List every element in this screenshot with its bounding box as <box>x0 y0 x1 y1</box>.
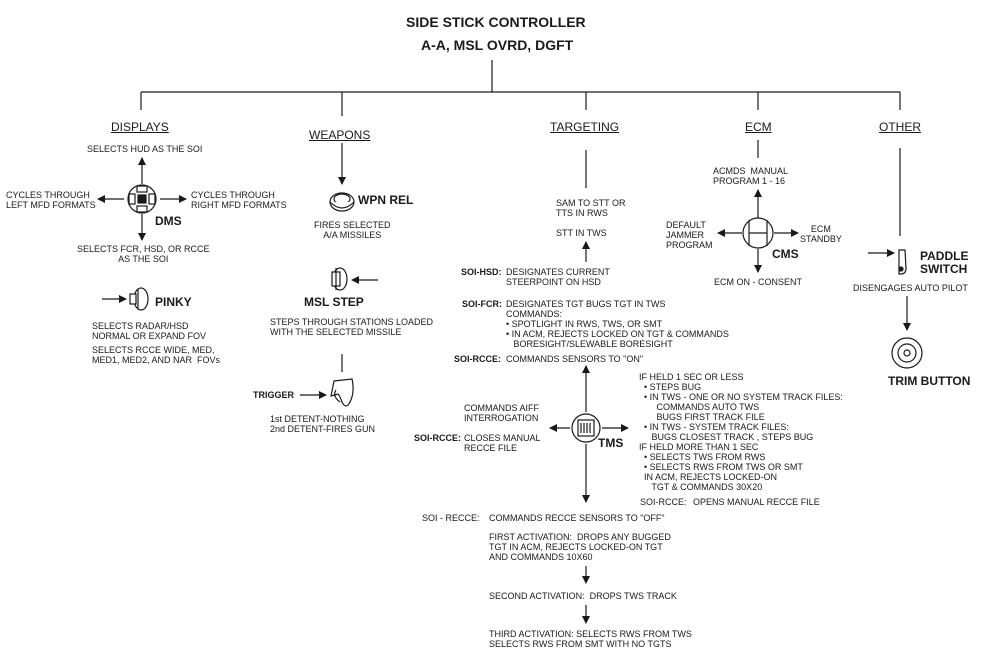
tms-left-aiff: COMMANDS AIFF INTERROGATION <box>464 403 540 423</box>
targeting-stt-label: STT IN TWS <box>556 228 607 238</box>
trigger-label: TRIGGER <box>253 390 295 400</box>
soi-rcce-left-label: SOI-RCCE: <box>414 433 461 443</box>
soi-hsd-label: SOI-HSD: <box>461 267 502 277</box>
other-header: OTHER <box>879 120 921 134</box>
soi-recce-down-desc: COMMANDS RECCE SENSORS TO "OFF" <box>489 513 665 523</box>
dms-label: DMS <box>155 214 182 228</box>
tms-label: TMS <box>598 436 624 450</box>
second-activation: SECOND ACTIVATION: DROPS TWS TRACK <box>489 591 677 601</box>
soi-rcce-up-label: SOI-RCCE: <box>454 354 501 364</box>
pinky-desc-1: SELECTS RADAR/HSD NORMAL OR EXPAND FOV <box>92 321 207 341</box>
trigger-desc: 1st DETENT-NOTHING 2nd DETENT-FIRES GUN <box>270 414 376 434</box>
displays-right-label: CYCLES THROUGH RIGHT MFD FORMATS <box>191 190 287 210</box>
ecm-up-label: ACMDS MANUAL PROGRAM 1 - 16 <box>713 166 789 186</box>
tms-right-desc: IF HELD 1 SEC OR LESS • STEPS BUG • IN T… <box>639 372 843 492</box>
ecm-header: ECM <box>745 120 772 134</box>
targeting-sam-label: SAM TO STT OR TTS IN RWS <box>556 198 626 218</box>
targeting-header: TARGETING <box>550 120 620 134</box>
soi-recce-down-label: SOI - RECCE: <box>422 513 480 523</box>
ecm-down-label: ECM ON - CONSENT <box>714 277 803 287</box>
weapons-header: WEAPONS <box>309 128 371 142</box>
dms-switch-icon <box>127 184 157 214</box>
tms-switch-icon <box>571 413 601 443</box>
displays-up-label: SELECTS HUD AS THE SOI <box>87 144 203 154</box>
paddle-switch-icon <box>898 249 907 275</box>
soi-rcce-right-label: SOI-RCCE: <box>640 497 687 507</box>
soi-fcr-desc: DESIGNATES TGT BUGS TGT IN TWS COMMANDS:… <box>506 299 729 349</box>
ecm-left-label: DEFAULT JAMMER PROGRAM <box>666 220 713 250</box>
displays-header: DISPLAYS <box>111 120 169 134</box>
soi-rcce-left-desc: CLOSES MANUAL RECCE FILE <box>464 433 541 453</box>
pinky-desc-2: SELECTS RCCE WIDE, MED, MED1, MED2, AND … <box>92 345 221 365</box>
wpn-rel-button-icon <box>329 192 355 212</box>
wpn-rel-label: WPN REL <box>358 193 414 207</box>
third-activation: THIRD ACTIVATION: SELECTS RWS FROM TWS S… <box>489 629 692 649</box>
displays-down-label: SELECTS FCR, HSD, OR RCCE AS THE SOI <box>77 244 210 264</box>
wpn-rel-desc: FIRES SELECTED A/A MISSILES <box>314 220 391 240</box>
trim-button-icon <box>891 337 923 369</box>
pinky-switch-icon <box>129 287 149 311</box>
paddle-switch-desc: DISENGAGES AUTO PILOT <box>853 283 968 293</box>
diagram-title: SIDE STICK CONTROLLER <box>406 14 586 30</box>
msl-step-desc: STEPS THROUGH STATIONS LOADED WITH THE S… <box>270 317 434 337</box>
msl-step-switch-icon <box>331 267 348 291</box>
msl-step-label: MSL STEP <box>304 295 364 309</box>
displays-left-label: CYCLES THROUGH LEFT MFD FORMATS <box>6 190 96 210</box>
trigger-icon <box>330 378 354 407</box>
cms-switch-icon <box>742 217 774 249</box>
pinky-label: PINKY <box>155 295 192 309</box>
soi-rcce-right-desc: OPENS MANUAL RECCE FILE <box>693 497 820 507</box>
first-activation: FIRST ACTIVATION: DROPS ANY BUGGED TGT I… <box>489 532 671 562</box>
soi-fcr-label: SOI-FCR: <box>462 299 502 309</box>
paddle-switch-label: PADDLE SWITCH <box>920 249 969 276</box>
diagram-subtitle: A-A, MSL OVRD, DGFT <box>421 37 574 53</box>
ecm-right-label: ECM STANDBY <box>800 224 842 244</box>
trim-button-label: TRIM BUTTON <box>888 374 971 388</box>
soi-rcce-up-desc: COMMANDS SENSORS TO "ON" <box>506 354 644 364</box>
soi-hsd-desc: DESIGNATES CURRENT STEERPOINT ON HSD <box>506 267 610 287</box>
cms-label: CMS <box>772 247 799 261</box>
